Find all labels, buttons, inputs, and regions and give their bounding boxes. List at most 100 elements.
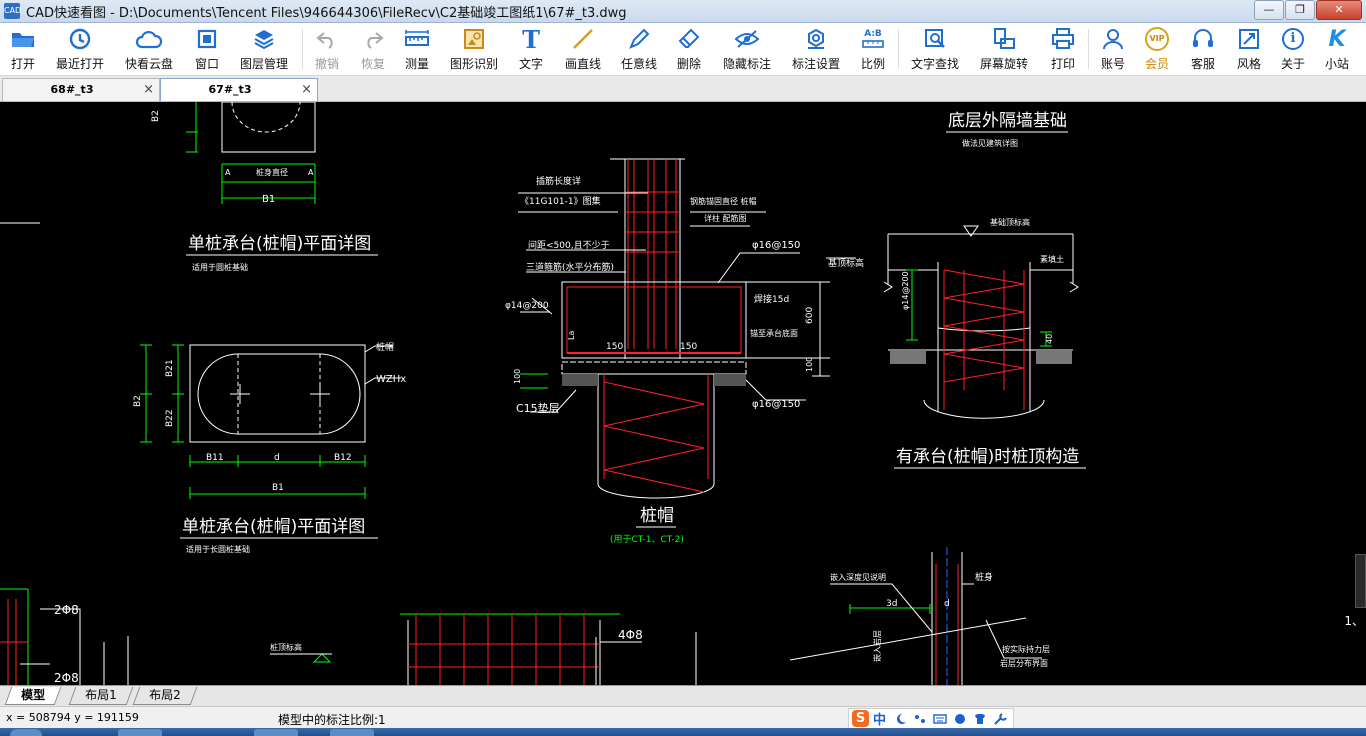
title-bar: CAD CAD快速看图 - D:\Documents\Tencent Files… bbox=[0, 0, 1366, 23]
doc-tab-68[interactable]: 68#_t3 × bbox=[2, 78, 160, 101]
subtitle-cap: (用于CT-1、CT-2) bbox=[610, 534, 684, 545]
open-button[interactable]: 打开 bbox=[4, 25, 42, 73]
freeline-button[interactable]: 任意线 bbox=[616, 25, 662, 73]
scale-button[interactable]: A:B 比例 bbox=[856, 25, 890, 73]
maximize-button[interactable]: ❐ bbox=[1285, 0, 1315, 20]
label-b11: B11 bbox=[206, 453, 224, 463]
close-button[interactable]: ✕ bbox=[1316, 0, 1362, 20]
label-rebar1: φ16@150 bbox=[752, 240, 800, 251]
punctuation-icon[interactable] bbox=[913, 713, 927, 725]
title-pile-top: 有承台(桩帽)时桩顶构造 bbox=[896, 447, 1079, 467]
label-dim600: 600 bbox=[805, 307, 815, 324]
window-button[interactable]: 窗口 bbox=[190, 25, 224, 73]
label-weld: 焊接15d bbox=[754, 293, 789, 305]
recent-button[interactable]: 最近打开 bbox=[52, 25, 108, 73]
cloud-icon bbox=[134, 25, 164, 53]
shirt-icon[interactable] bbox=[973, 713, 987, 725]
headset-icon bbox=[1188, 25, 1218, 53]
main-toolbar: 打开 最近打开 快看云盘 窗口 图层管理 撤销 恢复 测量 图形识别 T 文字 … bbox=[0, 23, 1366, 76]
ime-toolbar[interactable]: S 中 bbox=[848, 708, 1015, 729]
ime-mode[interactable]: 中 bbox=[873, 713, 887, 728]
drawing-canvas[interactable]: B2 桩身直径 A A B1 单桩承台(桩帽)平面详图 适用于圆桩基础 B2 B… bbox=[0, 102, 1366, 685]
layers-button[interactable]: 图层管理 bbox=[236, 25, 292, 73]
taskbar-item[interactable] bbox=[118, 729, 162, 736]
mark-settings-icon bbox=[801, 25, 831, 53]
soil-hatch bbox=[890, 350, 1072, 364]
about-button[interactable]: i 关于 bbox=[1276, 25, 1310, 73]
doc-tab-67[interactable]: 67#_t3 × bbox=[160, 78, 318, 101]
label-dim100-left: 100 bbox=[513, 369, 522, 384]
label-b2-top: B2 bbox=[151, 110, 161, 122]
window-icon bbox=[192, 25, 222, 53]
tab-layout1[interactable]: 布局1 bbox=[68, 687, 133, 705]
label-b22: B22 bbox=[165, 409, 175, 427]
tab-close-icon[interactable]: × bbox=[143, 82, 154, 97]
label-dim150b: 150 bbox=[680, 342, 697, 352]
side-scroll-handle[interactable] bbox=[1355, 554, 1366, 608]
pen-icon bbox=[624, 25, 654, 53]
line-button[interactable]: 画直线 bbox=[560, 25, 606, 73]
screen-rotate-button[interactable]: 屏幕旋转 bbox=[974, 25, 1034, 73]
toolbar-separator bbox=[302, 29, 303, 69]
label-dim100-right: 100 bbox=[805, 357, 814, 372]
tab-layout2[interactable]: 布局2 bbox=[132, 687, 197, 705]
label-dim40: 40 bbox=[1045, 334, 1054, 344]
label-dim150a: 150 bbox=[606, 342, 623, 352]
wrench-icon[interactable] bbox=[993, 712, 1007, 725]
title-cap: 桩帽 bbox=[640, 506, 674, 526]
label-d: d bbox=[274, 453, 280, 463]
print-button[interactable]: 打印 bbox=[1046, 25, 1080, 73]
hide-marks-button[interactable]: 隐藏标注 bbox=[718, 25, 776, 73]
text-button[interactable]: T 文字 bbox=[514, 25, 548, 73]
account-button[interactable]: 账号 bbox=[1096, 25, 1130, 73]
label-cap-mark: 桩帽 bbox=[376, 341, 394, 353]
start-orb[interactable] bbox=[10, 729, 42, 736]
text-search-button[interactable]: 文字查找 bbox=[906, 25, 964, 73]
annotation-scale-label: 模型中的标注比例:1 bbox=[278, 713, 386, 727]
edge-note-text: 1、 bbox=[1344, 614, 1364, 628]
keyboard-icon[interactable] bbox=[933, 713, 947, 725]
vip-button[interactable]: VIP 会员 bbox=[1140, 25, 1174, 73]
plan-detail-oblong bbox=[140, 344, 401, 499]
label-wzhx: WZHx bbox=[376, 374, 406, 385]
service-button[interactable]: 客服 bbox=[1186, 25, 1220, 73]
cloud-button[interactable]: 快看云盘 bbox=[120, 25, 178, 73]
layout-tab-bar: 模型 布局1 布局2 bbox=[0, 685, 1366, 706]
label-bar-note: 钢筋锚固直径 桩帽 bbox=[690, 196, 757, 206]
label-b21: B21 bbox=[165, 359, 175, 377]
label-cap-top-mark: 桩顶标高 bbox=[270, 642, 302, 652]
site-button[interactable]: K 小站 bbox=[1320, 25, 1354, 73]
cushion-hatch bbox=[562, 374, 746, 386]
delete-button[interactable]: 删除 bbox=[672, 25, 706, 73]
measure-button[interactable]: 测量 bbox=[400, 25, 434, 73]
style-button[interactable]: 风格 bbox=[1232, 25, 1266, 73]
label-bar-note2: 详柱 配筋图 bbox=[704, 213, 747, 223]
clock-history-icon bbox=[65, 25, 95, 53]
title-plan1: 单桩承台(桩帽)平面详图 bbox=[188, 234, 371, 254]
taskbar-item[interactable] bbox=[330, 729, 374, 736]
taskbar-item[interactable] bbox=[254, 729, 298, 736]
toolbar-separator bbox=[898, 29, 899, 69]
folder-open-icon bbox=[8, 25, 38, 53]
label-anchor: 插筋长度详 bbox=[536, 175, 581, 187]
label-b1: B1 bbox=[272, 483, 284, 493]
document-tab-bar: 68#_t3 × 67#_t3 × bbox=[0, 76, 1366, 102]
sogou-logo-icon: S bbox=[852, 710, 869, 727]
screen-rotate-icon bbox=[989, 25, 1019, 53]
user-icon bbox=[1098, 25, 1128, 53]
label-4d8: 4Φ8 bbox=[618, 628, 643, 642]
label-foundation-top: 基础顶标高 bbox=[990, 217, 1030, 227]
undo-button[interactable]: 撤销 bbox=[310, 25, 344, 73]
status-bar: x = 508794 y = 191159 模型中的标注比例:1 S 中 bbox=[0, 706, 1366, 729]
minimize-button[interactable]: — bbox=[1254, 0, 1284, 20]
redo-button[interactable]: 恢复 bbox=[356, 25, 390, 73]
tab-close-icon[interactable]: × bbox=[301, 82, 312, 97]
label-2d8b: 2Φ8 bbox=[54, 671, 79, 685]
skin-icon[interactable] bbox=[953, 713, 967, 725]
moon-icon[interactable] bbox=[893, 713, 907, 725]
redo-icon bbox=[358, 25, 388, 53]
mark-settings-button[interactable]: 标注设置 bbox=[788, 25, 844, 73]
plan-detail-top bbox=[186, 102, 316, 204]
shape-recognize-button[interactable]: 图形识别 bbox=[446, 25, 502, 73]
tab-model[interactable]: 模型 bbox=[4, 687, 62, 705]
